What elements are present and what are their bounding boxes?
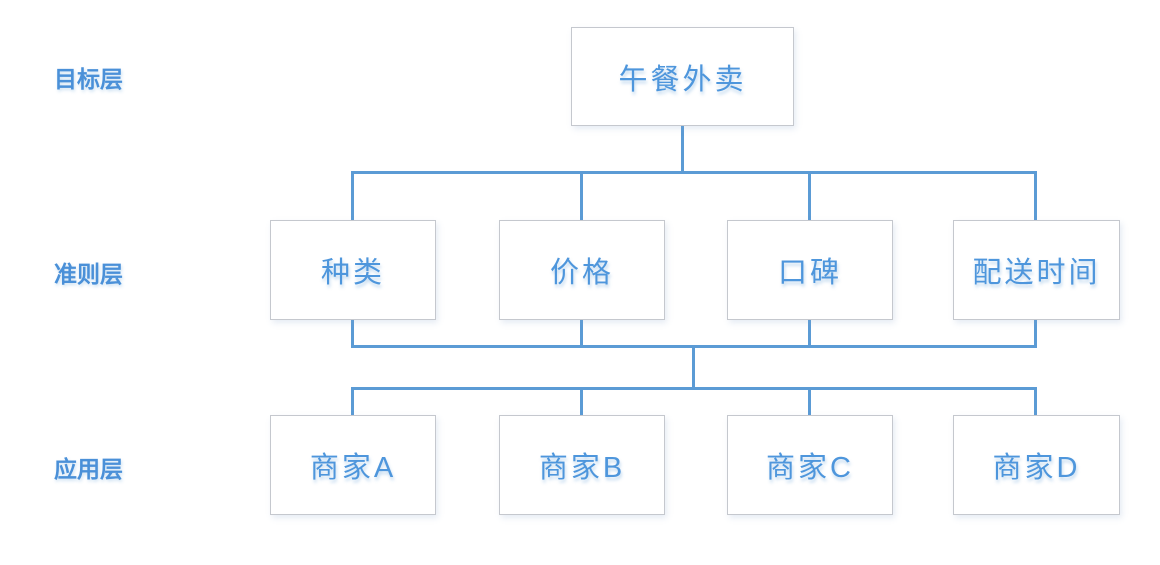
node-criteria-delivery-time-label: 配送时间 <box>972 257 1101 289</box>
connector-criteria4-out <box>1034 318 1037 348</box>
node-criteria-price: 价格 <box>499 220 665 320</box>
connector-goal-stem <box>681 123 684 172</box>
node-criteria-type-label: 种类 <box>320 257 385 289</box>
connector-merchant1-in <box>351 387 354 416</box>
node-merchant-c: 商家C <box>727 415 893 515</box>
node-criteria-type: 种类 <box>270 220 436 320</box>
connector-criteria4-in <box>1034 171 1037 220</box>
node-merchant-d: 商家D <box>953 415 1120 515</box>
node-criteria-reputation-label: 口碑 <box>777 257 842 289</box>
node-merchant-c-label: 商家C <box>766 452 854 484</box>
node-merchant-b-label: 商家B <box>538 452 626 484</box>
connector-merchant2-in <box>580 387 583 416</box>
connector-bus-link <box>692 345 695 390</box>
connector-bus-bottom <box>351 387 1037 390</box>
node-criteria-delivery-time: 配送时间 <box>953 220 1120 320</box>
node-criteria-price-label: 价格 <box>549 257 614 289</box>
node-merchant-b: 商家B <box>499 415 665 515</box>
connector-criteria3-in <box>808 171 811 220</box>
connector-bus-top <box>351 171 1037 174</box>
node-goal: 午餐外卖 <box>571 27 794 126</box>
node-merchant-a: 商家A <box>270 415 436 515</box>
connector-merchant3-in <box>808 387 811 416</box>
connector-merchant4-in <box>1034 387 1037 416</box>
connector-criteria1-out <box>351 318 354 348</box>
node-goal-label: 午餐外卖 <box>618 63 747 96</box>
layer-label-goal: 目标层 <box>54 66 123 92</box>
node-merchant-d-label: 商家D <box>992 452 1081 484</box>
connector-criteria2-out <box>580 318 583 348</box>
connector-criteria2-in <box>580 171 583 220</box>
connector-criteria3-out <box>808 318 811 348</box>
node-merchant-a-label: 商家A <box>309 452 397 484</box>
connector-criteria1-in <box>351 171 354 220</box>
node-criteria-reputation: 口碑 <box>727 220 893 320</box>
layer-label-application: 应用层 <box>54 456 123 482</box>
layer-label-criteria: 准则层 <box>54 261 123 287</box>
